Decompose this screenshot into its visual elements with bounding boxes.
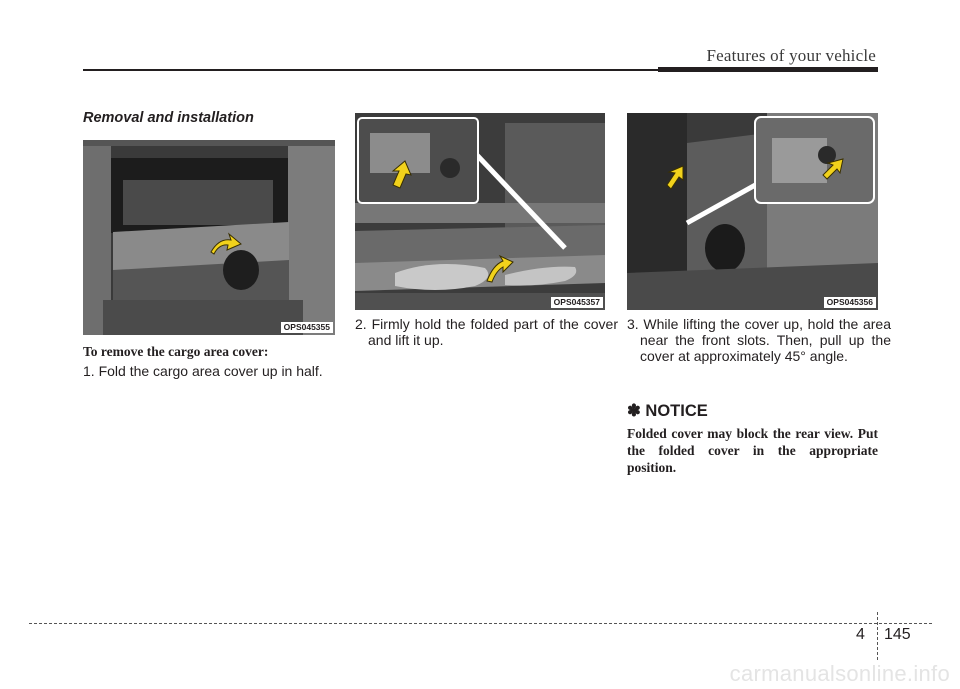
instructions-intro: To remove the cargo area cover:: [83, 344, 269, 359]
page-number-divider: [877, 612, 878, 660]
step-1: 1. Fold the cargo area cover up in half.: [83, 363, 323, 379]
arrow-icon: [822, 158, 844, 180]
page-number: 145: [884, 626, 911, 643]
notice-text: Folded cover may block the rear view. Pu…: [627, 426, 878, 475]
arrow-icon: [666, 165, 684, 190]
photo-cargo-cover-fold: OPS045355: [83, 140, 335, 335]
photo-cover-slots: OPS045356: [627, 113, 878, 310]
header-rule: [83, 69, 878, 71]
step-3: 3. While lifting the cover up, hold the …: [627, 316, 891, 364]
photo-lifting-cover: OPS045357: [355, 113, 605, 310]
photo-code: OPS045356: [823, 297, 876, 308]
header-rule-accent: [658, 67, 878, 72]
arrow-icon: [486, 254, 514, 283]
arrow-icon: [391, 160, 412, 189]
notice-title: ✽ NOTICE: [627, 402, 708, 420]
photo-code: OPS045355: [280, 322, 333, 333]
chapter-number: 4: [856, 626, 865, 643]
footer-rule: [29, 623, 932, 624]
arrow-icon: [210, 232, 242, 255]
step-2: 2. Firmly hold the folded part of the co…: [355, 316, 618, 348]
section-heading: Removal and installation: [83, 110, 254, 126]
photo-code: OPS045357: [550, 297, 603, 308]
running-header: Features of your vehicle: [706, 46, 876, 65]
watermark: carmanualsonline.info: [729, 661, 950, 686]
